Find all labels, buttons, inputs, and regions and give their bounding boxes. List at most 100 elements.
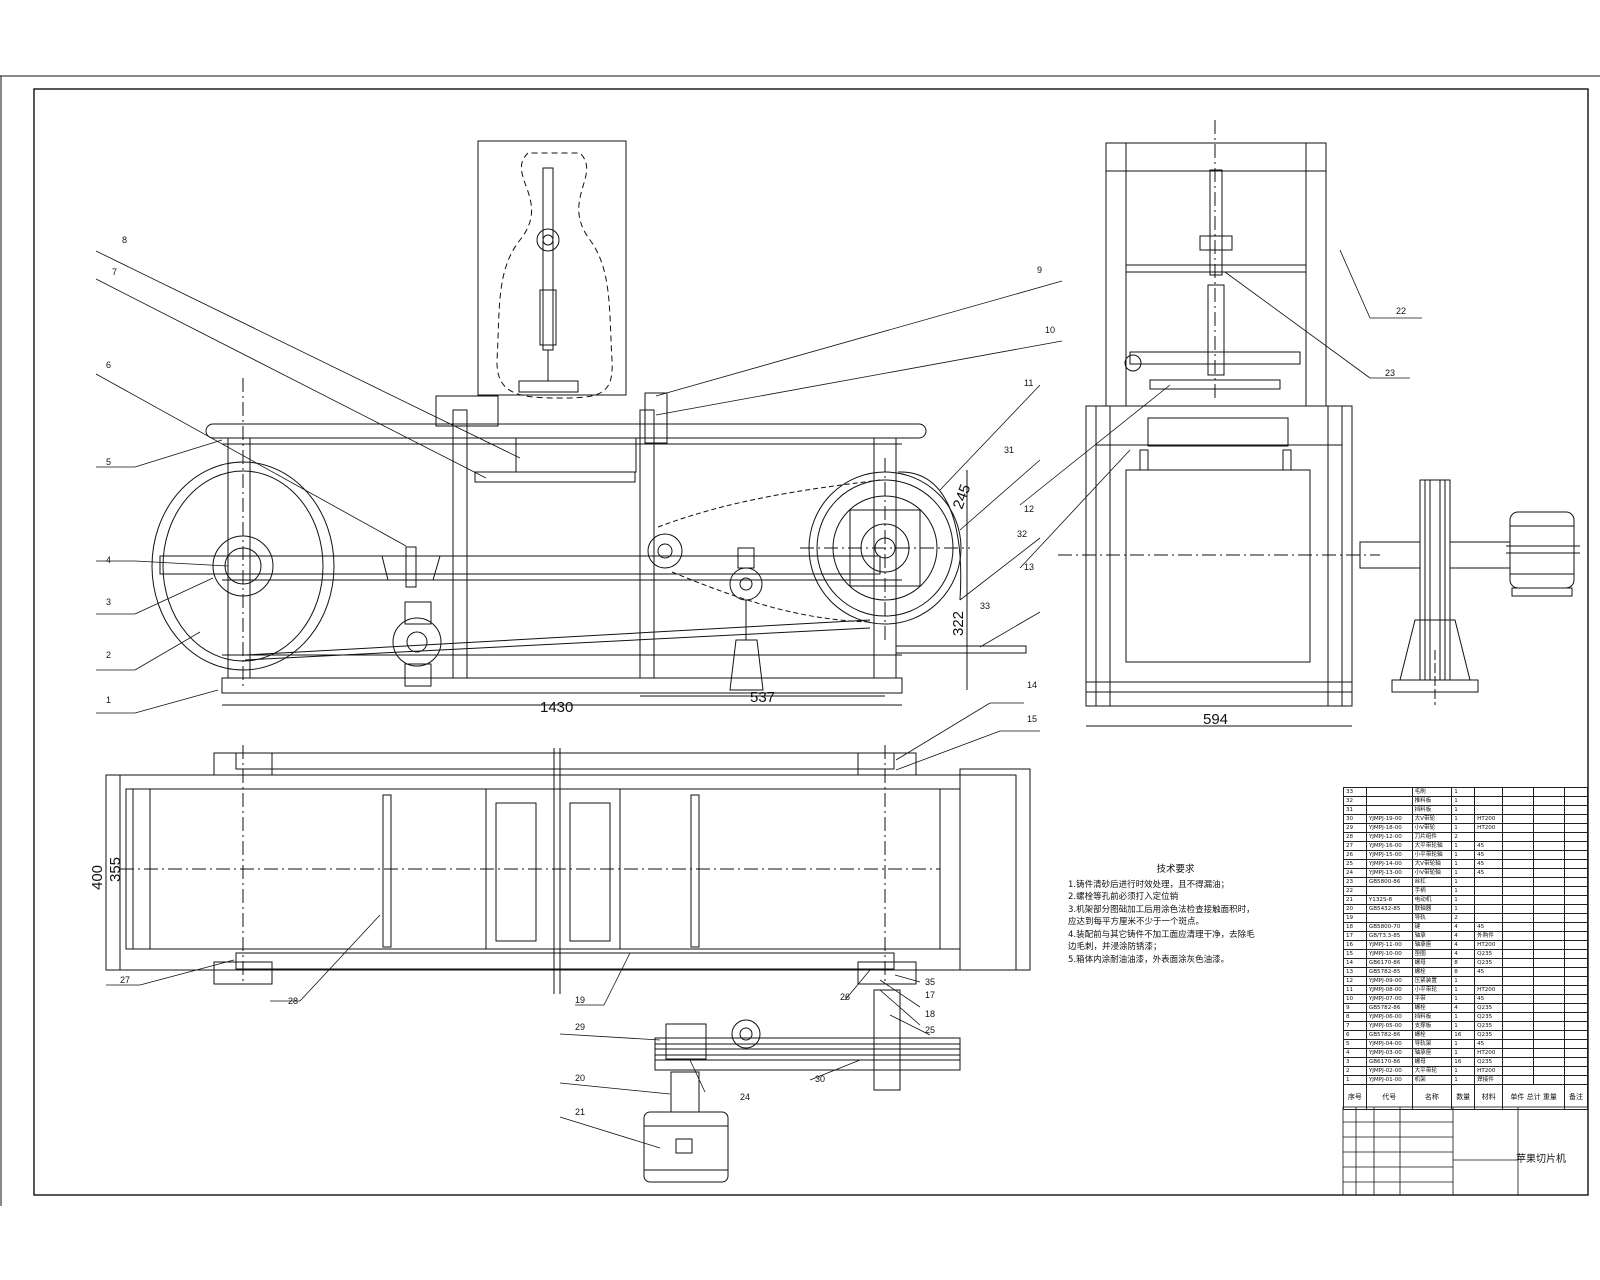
bom-cell-note (1564, 940, 1588, 950)
bom-cell-w1 (1502, 787, 1535, 797)
bom-cell-w1 (1502, 868, 1535, 878)
bom-cell-name: 小V带轮 (1411, 823, 1453, 833)
bom-cell-no: 13 (1343, 967, 1367, 977)
bom-cell-w1 (1502, 1021, 1535, 1031)
bom-cell-w2 (1533, 967, 1566, 977)
bom-cell-w1 (1502, 1039, 1535, 1049)
bom-header-name: 名称 (1411, 1084, 1453, 1110)
bom-cell-code: GB/T3.3-85 (1365, 931, 1413, 941)
bom-cell-w2 (1533, 1039, 1566, 1049)
bom-cell-mat: HT200 (1474, 940, 1504, 950)
bom-cell-mat: Q235 (1474, 949, 1504, 959)
bom-cell-name: 小平带轮 (1411, 985, 1453, 995)
bom-cell-note (1564, 787, 1588, 797)
bom-cell-name: 轴承座 (1411, 940, 1453, 950)
bom-header-no: 序号 (1343, 1084, 1367, 1110)
bom-cell-w1 (1502, 841, 1535, 851)
bom-cell-w2 (1533, 904, 1566, 914)
bom-cell-qty: 1 (1451, 814, 1476, 824)
bom-cell-mat: HT200 (1474, 1048, 1504, 1058)
bom-cell-qty: 1 (1451, 823, 1476, 833)
bom-cell-name: 手柄 (1411, 886, 1453, 896)
bom-cell-note (1564, 886, 1588, 896)
bom-cell-w1 (1502, 904, 1535, 914)
bom-cell-w2 (1533, 922, 1566, 932)
bom-cell-code: YJMPJ-10-00 (1365, 949, 1413, 959)
callout-29: 29 (575, 1022, 585, 1032)
bom-cell-name: 支撑板 (1411, 1021, 1453, 1031)
bom-cell-w2 (1533, 787, 1566, 797)
callout-22: 22 (1396, 306, 1406, 316)
bom-cell-qty: 1 (1451, 1039, 1476, 1049)
bom-cell-code: GB6170-86 (1365, 958, 1413, 968)
bom-cell-w1 (1502, 1066, 1535, 1076)
bom-cell-w1 (1502, 814, 1535, 824)
bom-cell-no: 11 (1343, 985, 1367, 995)
bom-cell-no: 24 (1343, 868, 1367, 878)
bom-cell-w2 (1533, 868, 1566, 878)
dim-400: 400 (89, 865, 106, 890)
bom-cell-no: 2 (1343, 1066, 1367, 1076)
callout-19: 19 (575, 995, 585, 1005)
bom-cell-name: 压紧装置 (1411, 976, 1453, 986)
bom-cell-w1 (1502, 1057, 1535, 1067)
bom-cell-qty: 1 (1451, 841, 1476, 851)
bom-cell-note (1564, 1012, 1588, 1022)
bom-cell-qty: 16 (1451, 1030, 1476, 1040)
bom-cell-code: GB5782-86 (1365, 1003, 1413, 1013)
bom-cell-w1 (1502, 886, 1535, 896)
bom-cell-mat: 45 (1474, 850, 1504, 860)
bom-cell-w2 (1533, 931, 1566, 941)
bom-cell-qty: 1 (1451, 976, 1476, 986)
bom-cell-w2 (1533, 1066, 1566, 1076)
bom-cell-name: 小V带轮轴 (1411, 868, 1453, 878)
bom-cell-qty: 4 (1451, 922, 1476, 932)
bom-cell-name: 螺栓 (1411, 1030, 1453, 1040)
bom-cell-no: 21 (1343, 895, 1367, 905)
top-view (105, 745, 1031, 1183)
bom-cell-no: 6 (1343, 1030, 1367, 1040)
bom-cell-mat: 45 (1474, 841, 1504, 851)
bom-cell-note (1564, 931, 1588, 941)
bom-cell-w2 (1533, 1003, 1566, 1013)
bom-cell-no: 33 (1343, 787, 1367, 797)
bom-cell-code: YJMPJ-14-00 (1365, 859, 1413, 869)
bom-cell-code (1365, 796, 1413, 806)
bom-cell-w1 (1502, 1030, 1535, 1040)
bom-cell-no: 14 (1343, 958, 1367, 968)
bom-cell-note (1564, 805, 1588, 815)
callout-20: 20 (575, 1073, 585, 1083)
bom-cell-qty: 4 (1451, 1003, 1476, 1013)
dim-1430: 1430 (540, 699, 573, 716)
bom-cell-code: YJMPJ-05-00 (1365, 1021, 1413, 1031)
bom-cell-code: YJMPJ-11-00 (1365, 940, 1413, 950)
bom-cell-w1 (1502, 859, 1535, 869)
bom-cell-qty: 1 (1451, 805, 1476, 815)
bom-cell-code: YJMPJ-07-00 (1365, 994, 1413, 1004)
callout-13: 13 (1024, 562, 1034, 572)
bom-cell-note (1564, 949, 1588, 959)
bom-cell-mat: 45 (1474, 922, 1504, 932)
bom-cell-w1 (1502, 985, 1535, 995)
bom-cell-note (1564, 796, 1588, 806)
bom-cell-qty: 1 (1451, 904, 1476, 914)
bom-cell-no: 26 (1343, 850, 1367, 860)
bom-cell-w2 (1533, 994, 1566, 1004)
bom-cell-qty: 4 (1451, 931, 1476, 941)
bom-cell-code (1365, 805, 1413, 815)
bom-header-row: 序号代号名称数量材料单件 总计 重量备注 (1343, 1084, 1588, 1110)
bom-cell-mat: HT200 (1474, 814, 1504, 824)
bom-cell-qty: 1 (1451, 1012, 1476, 1022)
bom-cell-w2 (1533, 796, 1566, 806)
bom-header-note: 备注 (1564, 1084, 1588, 1110)
bom-cell-w1 (1502, 1012, 1535, 1022)
callout-5: 5 (106, 457, 111, 467)
